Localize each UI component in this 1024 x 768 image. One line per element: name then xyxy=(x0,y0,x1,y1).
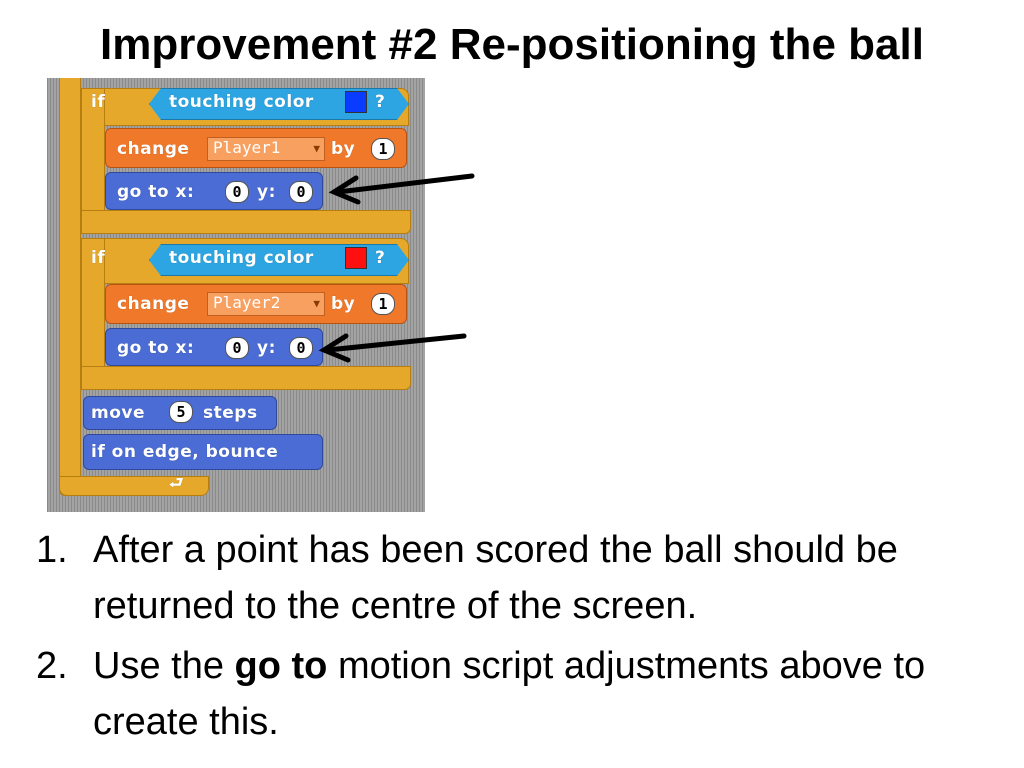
goto-y-label: y: xyxy=(257,338,276,358)
move-label: move xyxy=(91,403,146,423)
change-label: change xyxy=(117,139,190,159)
bounce-block[interactable] xyxy=(83,434,323,470)
by-label: by xyxy=(331,294,356,314)
list-number: 1. xyxy=(36,529,68,571)
if-block-1-bottom xyxy=(81,210,411,234)
change-amount-input-2[interactable]: 1 xyxy=(371,293,395,315)
goto-block-2[interactable] xyxy=(105,328,323,366)
arrow-icon xyxy=(328,173,475,205)
goto-x-input-2[interactable]: 0 xyxy=(225,337,249,359)
list-item: 1. After a point has been scored the bal… xyxy=(36,522,996,634)
change-amount-input-1[interactable]: 1 xyxy=(371,138,395,160)
change-label: change xyxy=(117,294,190,314)
list-number: 2. xyxy=(36,645,68,687)
list-item: 2. Use the go to motion script adjustmen… xyxy=(36,638,996,750)
goto-y-label: y: xyxy=(257,182,276,202)
arrow-icon xyxy=(318,333,467,363)
dropdown-arrow-icon: ▼ xyxy=(313,297,320,310)
if-label: if xyxy=(91,248,106,268)
goto-label: go to x: xyxy=(117,338,195,358)
question-mark: ? xyxy=(375,92,386,112)
touching-color-label: touching color xyxy=(169,92,314,112)
scratch-script-area: ⮐ if touching color ? change Player1▼ by… xyxy=(47,78,425,512)
variable-dropdown-player2[interactable]: Player2▼ xyxy=(207,292,325,316)
if-label: if xyxy=(91,92,106,112)
question-mark: ? xyxy=(375,248,386,268)
list-text-bold: go to xyxy=(234,645,328,687)
touching-color-label: touching color xyxy=(169,248,314,268)
color-swatch-red[interactable] xyxy=(345,247,367,269)
list-text-before: Use the xyxy=(93,645,235,687)
if-block-2-bottom xyxy=(81,366,411,390)
slide-title: Improvement #2 Re-positioning the ball xyxy=(100,20,924,69)
goto-x-input-1[interactable]: 0 xyxy=(225,181,249,203)
outer-loop-bottom[interactable] xyxy=(59,476,209,496)
move-steps-input[interactable]: 5 xyxy=(169,401,193,423)
bounce-label: if on edge, bounce xyxy=(91,442,279,462)
color-swatch-blue[interactable] xyxy=(345,91,367,113)
goto-label: go to x: xyxy=(117,182,195,202)
list-text-after: motion script adjustments above to creat… xyxy=(93,645,936,743)
list-text: After a point has been scored the ball s… xyxy=(93,529,898,627)
if-block-2-arm xyxy=(81,238,105,390)
steps-label: steps xyxy=(203,403,258,423)
loop-arrow-icon: ⮐ xyxy=(169,473,184,492)
variable-dropdown-player1[interactable]: Player1▼ xyxy=(207,137,325,161)
goto-block-1[interactable] xyxy=(105,172,323,210)
dropdown-arrow-icon: ▼ xyxy=(313,142,320,155)
instruction-list: 1. After a point has been scored the bal… xyxy=(36,522,996,754)
goto-y-input-2[interactable]: 0 xyxy=(289,337,313,359)
goto-y-input-1[interactable]: 0 xyxy=(289,181,313,203)
by-label: by xyxy=(331,139,356,159)
